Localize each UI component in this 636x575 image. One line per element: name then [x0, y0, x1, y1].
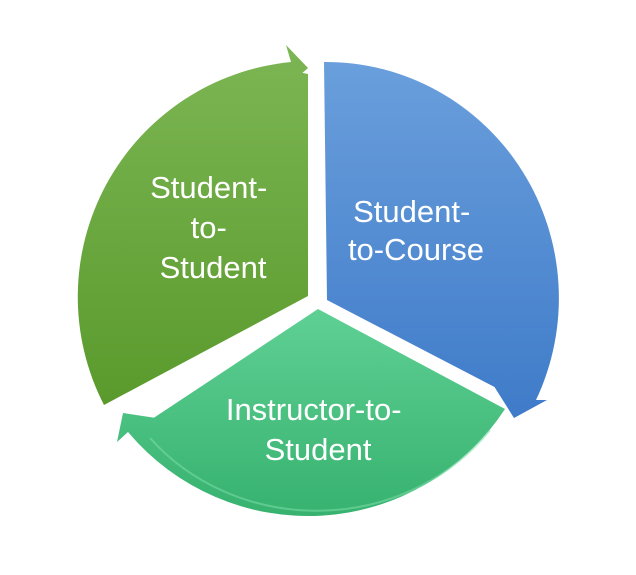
label-student-to-course: Student- to-Course	[348, 194, 484, 267]
label-student-to-student: Student- to- Student	[150, 170, 276, 285]
inner-arc-highlight	[149, 429, 491, 512]
segment-instructor-to-student	[117, 309, 505, 517]
segment-student-to-student	[77, 45, 308, 405]
segment-student-to-course	[324, 61, 559, 418]
label-instructor-to-student: Instructor-to- Student	[226, 392, 410, 467]
